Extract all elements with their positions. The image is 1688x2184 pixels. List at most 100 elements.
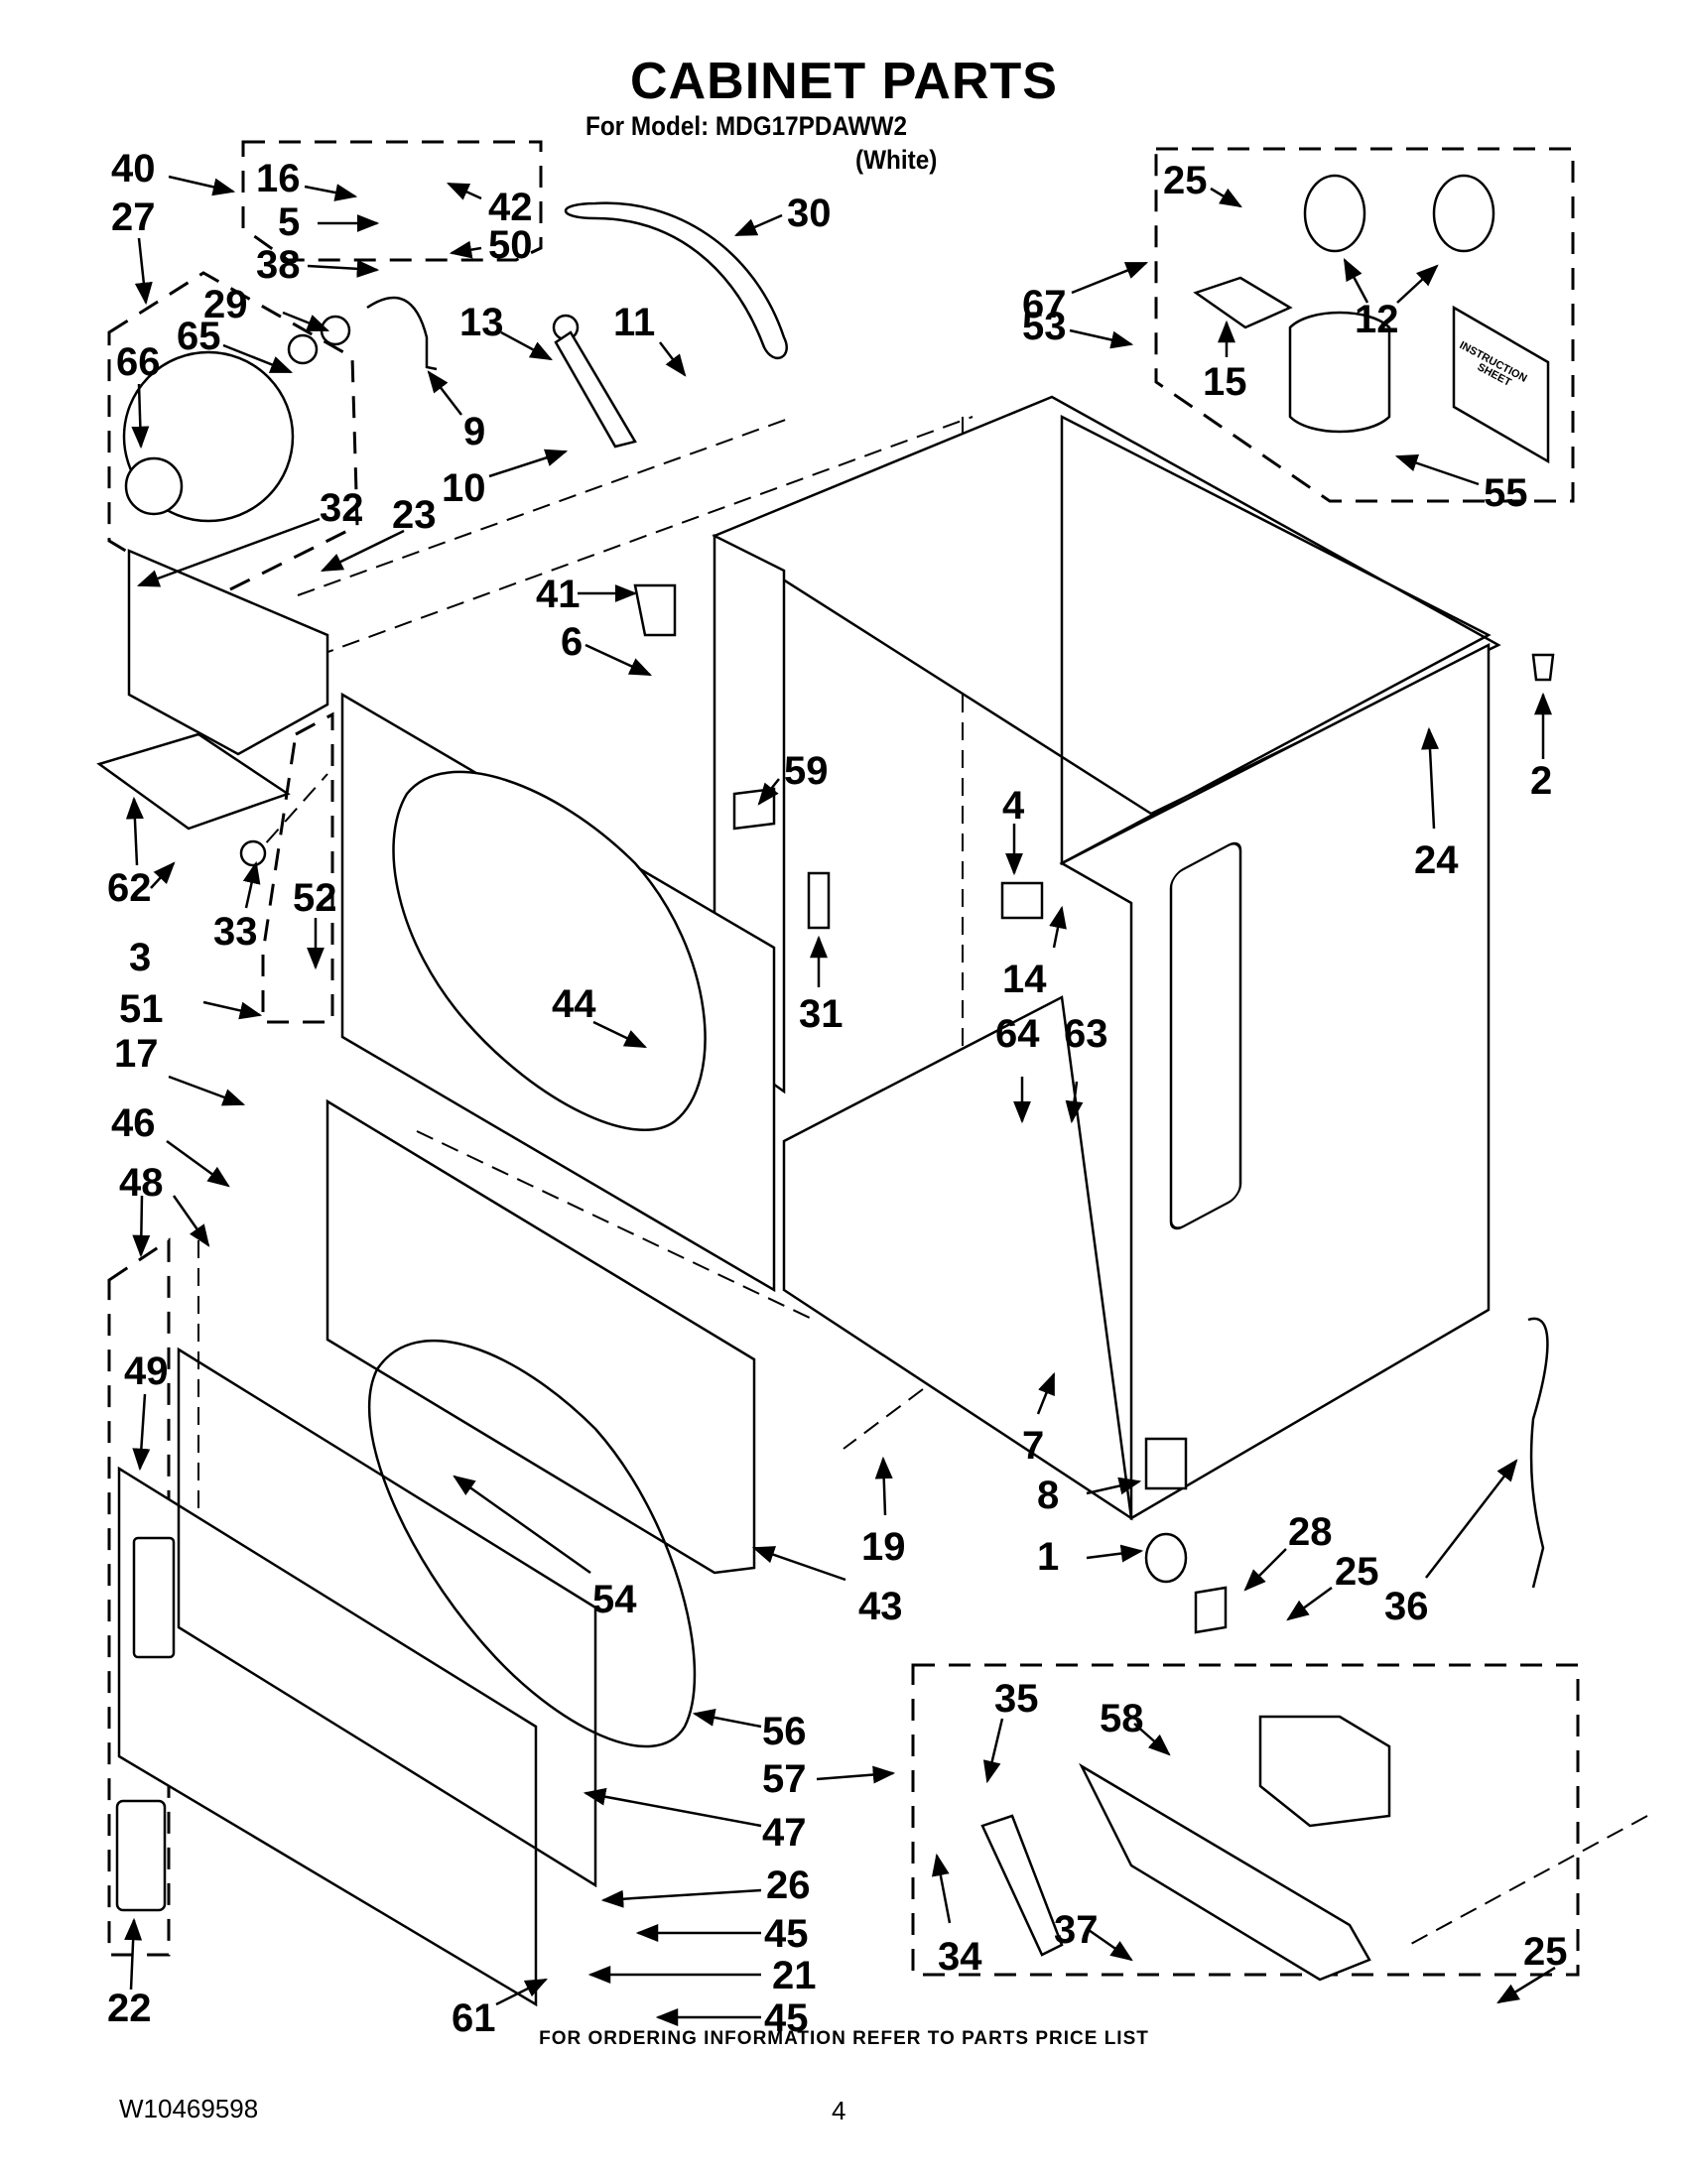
callout-labels: 40 16 42 5 50 38 27 29 65 66 9 13 10 30 … [107, 147, 1568, 2040]
callout-24: 24 [1414, 838, 1459, 882]
arrow-12a [1343, 258, 1369, 304]
callout-36: 36 [1384, 1585, 1429, 1628]
arrow-62 [125, 796, 144, 866]
callout-63: 63 [1064, 1012, 1108, 1056]
callout-10: 10 [442, 466, 486, 510]
arrow-36 [1425, 1459, 1518, 1579]
callout-48: 48 [119, 1161, 164, 1205]
bracket-9 [366, 296, 438, 371]
callout-49: 49 [124, 1349, 169, 1393]
callout-66: 66 [116, 340, 161, 384]
power-cord-36 [1527, 1317, 1549, 1589]
arrow-44 [592, 1020, 648, 1049]
foot-cup-1 [1144, 1532, 1188, 1584]
callout-3: 3 [129, 936, 151, 979]
arrow-67 [1071, 261, 1149, 295]
callout-32: 32 [320, 486, 364, 530]
group-box-67 [1154, 147, 1575, 503]
callout-25-top: 25 [1163, 159, 1208, 202]
arrow-25a [1210, 187, 1242, 208]
front-panel-assembly [115, 692, 776, 2007]
arrow-14 [1049, 905, 1067, 949]
arrow-59 [757, 778, 780, 806]
callout-34: 34 [938, 1935, 982, 1979]
washer-33 [239, 839, 267, 867]
callout-12: 12 [1355, 298, 1399, 341]
arrow-38 [307, 259, 380, 278]
dryer-cabinet [712, 395, 1501, 1521]
model-line: For Model: MDG17PDAWW2 [585, 111, 908, 141]
clip-4 [1000, 881, 1044, 920]
arrow-48b [172, 1195, 210, 1247]
arrow-43 [751, 1546, 846, 1582]
arrow-58 [1133, 1723, 1171, 1756]
arrow-28 [1243, 1548, 1287, 1592]
dashed-line [1408, 1815, 1648, 1946]
idler-arm [554, 330, 637, 449]
arrow-33 [242, 860, 261, 909]
callout-28: 28 [1288, 1510, 1333, 1554]
callout-54: 54 [592, 1578, 637, 1621]
callout-17: 17 [114, 1032, 159, 1076]
arrow-50 [449, 240, 482, 259]
cap-12-right [1432, 174, 1495, 253]
callout-6: 6 [561, 620, 583, 664]
callout-1: 1 [1037, 1535, 1059, 1579]
arrow-57 [816, 1765, 896, 1784]
callout-42: 42 [488, 186, 533, 229]
arrow-10 [488, 449, 569, 478]
arrow-16 [304, 184, 358, 201]
callout-44: 44 [552, 982, 596, 1026]
door-handle-recess [132, 1536, 176, 1659]
callout-25-mid: 25 [1335, 1550, 1379, 1594]
arrow-17 [168, 1075, 246, 1106]
arrow-9 [427, 370, 462, 416]
callout-16: 16 [256, 157, 301, 200]
callout-33: 33 [213, 910, 258, 954]
callout-58: 58 [1100, 1697, 1144, 1740]
arrow-25c [1496, 1966, 1556, 2004]
arrow-1 [1086, 1544, 1144, 1563]
callout-22: 22 [107, 1987, 152, 2030]
arrow-65 [222, 343, 294, 374]
page-number: 4 [832, 2096, 846, 2125]
arrow-27 [134, 237, 153, 306]
callout-41: 41 [536, 573, 581, 616]
callout-arrows [124, 175, 1556, 2026]
callout-23: 23 [392, 493, 437, 537]
arrow-3 [150, 861, 176, 889]
callout-30: 30 [787, 192, 832, 235]
arrow-51 [202, 1000, 263, 1020]
cabinet-back-panel [712, 395, 1501, 816]
toe-panel-43 [325, 1098, 756, 1575]
callout-11: 11 [613, 301, 655, 344]
callout-29: 29 [203, 283, 248, 326]
instruction-sheet [1452, 305, 1550, 464]
clamp-28 [1194, 1586, 1228, 1634]
arrow-6 [584, 643, 653, 677]
dashed-line [237, 416, 974, 686]
callout-27: 27 [111, 195, 156, 239]
bumper-2 [1531, 653, 1555, 682]
arrow-32 [136, 517, 321, 587]
arrow-49 [132, 1393, 151, 1472]
door-outer-49 [117, 1466, 538, 2007]
arrow-22 [124, 1917, 143, 1991]
arrow-35 [982, 1718, 1004, 1784]
switch-41 [633, 583, 677, 637]
callout-38: 38 [256, 243, 301, 287]
document-number: W10469598 [119, 2094, 259, 2123]
callout-61: 61 [452, 1996, 496, 2040]
arrow-42 [446, 182, 482, 200]
arrow-54 [453, 1475, 591, 1575]
arrow-37 [1088, 1928, 1133, 1962]
ordering-note: FOR ORDERING INFORMATION REFER TO PARTS … [539, 2028, 1149, 2049]
dashed-line [247, 773, 328, 864]
arrow-56 [692, 1709, 762, 1729]
arrow-48a [132, 1195, 151, 1258]
arrow-34 [931, 1853, 952, 1924]
cap-12-left [1303, 174, 1366, 253]
callout-65: 65 [177, 315, 221, 358]
callout-55: 55 [1484, 471, 1528, 515]
callout-9: 9 [463, 410, 485, 453]
